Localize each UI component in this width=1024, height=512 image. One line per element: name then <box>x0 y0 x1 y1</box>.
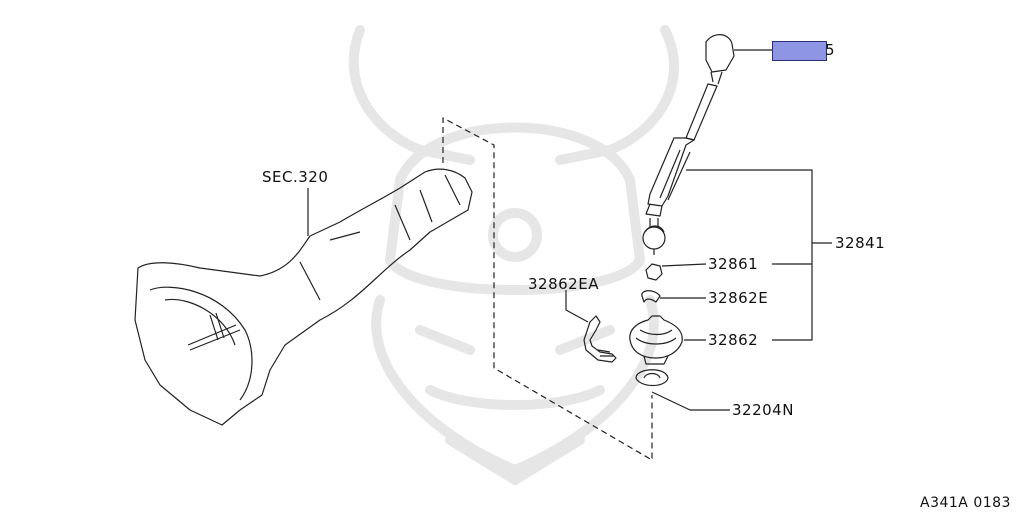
clip-32862E <box>641 290 661 303</box>
part-32862e-label[interactable]: 32862E <box>708 289 769 307</box>
dashed-ref-line <box>442 117 653 461</box>
sec-320-label[interactable]: SEC.320 <box>262 168 329 186</box>
partial-5-label: 5 <box>825 41 836 59</box>
part-32861-label[interactable]: 32861 <box>708 255 759 273</box>
cable-32862EA <box>583 315 617 363</box>
bushing-32861 <box>645 263 663 281</box>
diagram-code: A341A 0183 <box>920 495 1011 511</box>
watermark-emblem <box>348 25 679 485</box>
boot-32862 <box>629 315 683 359</box>
part-32862ea-label[interactable]: 32862EA <box>528 275 599 293</box>
line-art <box>134 34 832 461</box>
part-32841-label[interactable]: 32841 <box>835 234 886 252</box>
highlight-box[interactable] <box>772 41 827 61</box>
part-32204n-label[interactable]: 32204N <box>732 401 794 419</box>
leader-group <box>686 169 813 341</box>
shift-lever-rod <box>685 83 718 141</box>
transmission-housing <box>134 168 473 426</box>
part-32862-label[interactable]: 32862 <box>708 331 759 349</box>
snap-ring-32204N <box>635 369 669 387</box>
shift-knob <box>705 34 735 73</box>
